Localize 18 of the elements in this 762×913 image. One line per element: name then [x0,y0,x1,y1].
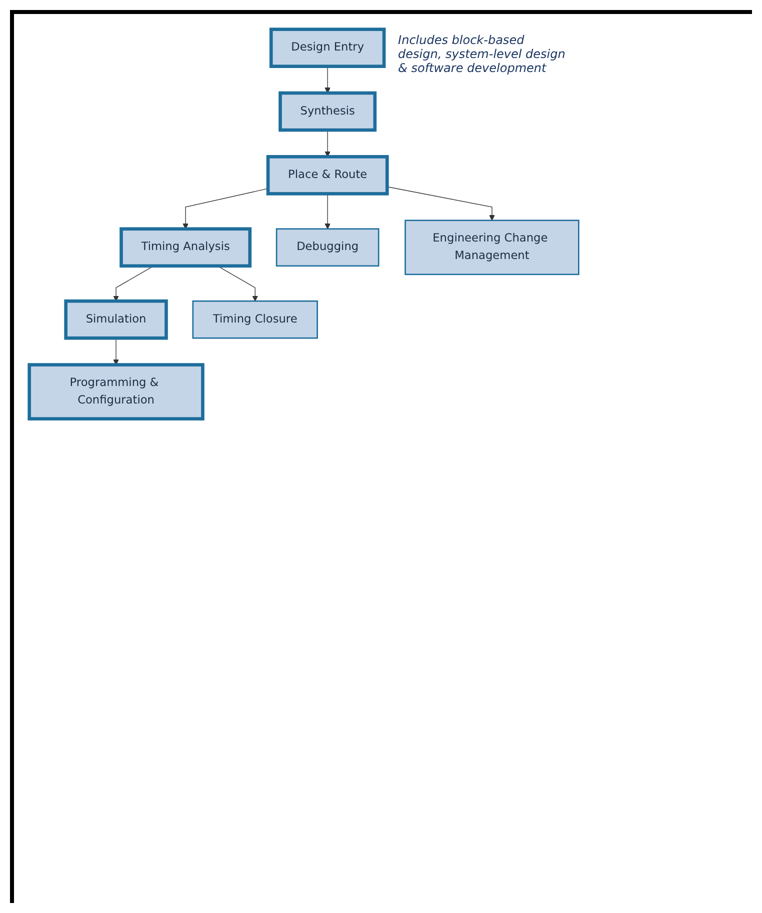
node-note: Includes block-based design, system-level design & software development [398,33,566,76]
arrow [182,188,268,230]
arrow [113,338,119,366]
arrow [324,66,331,94]
node-box: Timing Closure [192,300,318,339]
node-box: Timing Analysis [120,227,252,268]
node-box: Design Entry [269,28,386,68]
node-box: Debugging [276,228,380,267]
arrow [324,130,331,157]
node-box: Place & Route [266,155,389,196]
node-box: Engineering Change Management [404,220,580,276]
arrow [324,193,331,230]
node-box: Programming & Configuration [28,363,204,420]
arrow [113,266,154,302]
node-box: Synthesis [278,91,377,132]
arrow [217,266,258,302]
arrow [386,186,495,221]
node-box: Simulation [64,299,168,340]
